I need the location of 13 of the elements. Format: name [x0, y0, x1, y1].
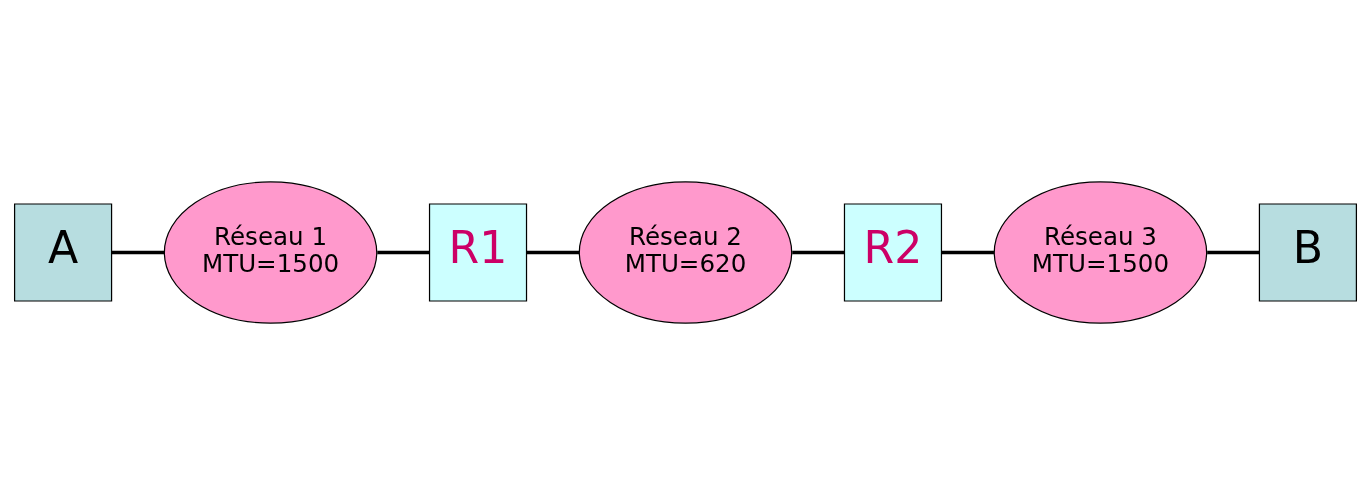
connector	[792, 250, 845, 254]
node-box: B	[1258, 202, 1358, 302]
node-ellipse: Réseau 3 MTU=1500	[993, 180, 1208, 324]
node-ellipse: Réseau 2 MTU=620	[578, 180, 793, 324]
connector	[941, 250, 994, 254]
connector	[1207, 250, 1260, 254]
node-ellipse: Réseau 1 MTU=1500	[163, 180, 378, 324]
node-box: R1	[428, 202, 528, 302]
node-box: R2	[843, 202, 943, 302]
connector	[526, 250, 580, 254]
connector	[377, 250, 430, 254]
connector	[111, 250, 165, 254]
node-box: A	[13, 202, 113, 302]
